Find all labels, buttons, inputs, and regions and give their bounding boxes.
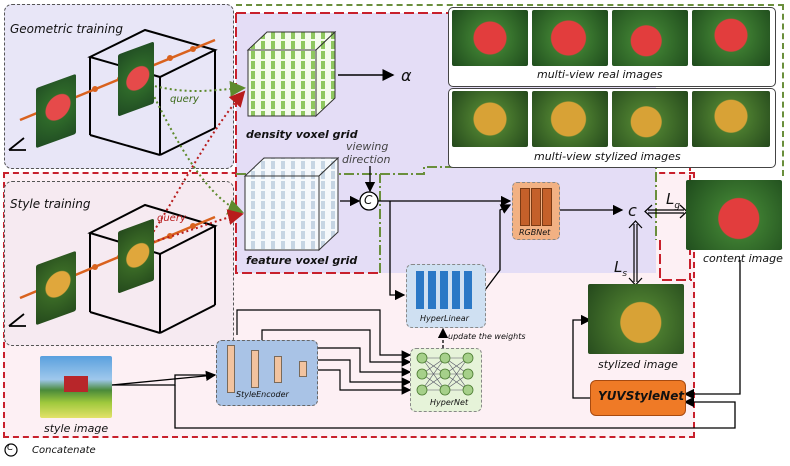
feature-grid-cube — [243, 156, 340, 252]
hypernet-label: HyperNet — [430, 398, 469, 407]
geo-eye-icon — [8, 137, 26, 151]
query-style-label: query — [157, 213, 186, 224]
stylized-image-label: stylized image — [598, 358, 678, 371]
legend-concat-icon — [4, 443, 18, 457]
real-view-3 — [612, 10, 688, 66]
geometric-training-label: Geometric training — [10, 22, 123, 36]
multiview-real-label: multi-view real images — [537, 68, 663, 81]
stylized-view-2 — [532, 91, 608, 147]
rgbnet-block — [512, 182, 560, 240]
stylized-view-1 — [452, 91, 528, 147]
ls-main: L — [614, 258, 623, 276]
viewing-direction-label-1: viewing — [346, 140, 389, 153]
viewing-direction-label-2: direction — [342, 153, 391, 166]
style-cube-slice-image — [118, 218, 154, 294]
style-training-label: Style training — [10, 197, 91, 211]
yuvstylenet-block — [590, 380, 686, 416]
yuvstylenet-label: YUVStyleNet — [598, 389, 685, 403]
real-view-2 — [532, 10, 608, 66]
geo-cube — [87, 28, 218, 156]
ls-label: Ls — [614, 258, 627, 279]
ls-sub: s — [622, 269, 628, 279]
style-query-red-arrow-2 — [147, 209, 244, 244]
lg-sub: g — [674, 201, 681, 211]
rgbnet-label: RGBNet — [519, 228, 551, 237]
density-grid-label: density voxel grid — [246, 128, 358, 141]
style-eye-icon — [8, 313, 26, 327]
hyperlinear-block — [406, 264, 486, 328]
style-encoder-block — [216, 340, 318, 406]
style-image-to-yuv-arrow — [174, 385, 736, 429]
hyperlinear-to-rgbnet-arrow — [484, 204, 512, 291]
lg-main: L — [666, 190, 675, 208]
update-weights-label: update the weights — [448, 332, 526, 341]
encoder-to-hypernet-arrows — [236, 309, 412, 395]
legend-concat-text: Concatenate — [32, 445, 96, 456]
concat-symbol-label: C — [364, 193, 373, 207]
stylized-view-4 — [692, 91, 770, 147]
query-geo-label: query — [170, 94, 199, 105]
stylized-image — [588, 284, 684, 354]
density-grid-cube — [246, 30, 337, 118]
style-image-label: style image — [44, 422, 109, 435]
concat-to-hyperlinear-arrow — [389, 201, 406, 301]
content-image-label: content image — [703, 252, 783, 265]
style-image — [40, 356, 112, 418]
real-view-1 — [452, 10, 528, 66]
multiview-stylized-label: multi-view stylized images — [534, 150, 681, 163]
content-image — [686, 180, 782, 250]
c-output-label: c — [628, 201, 637, 220]
content-to-yuv-arrow — [683, 260, 741, 400]
yuv-to-stylized-arrow — [572, 314, 592, 399]
alpha-label: α — [401, 66, 412, 85]
geometric-region-border — [236, 4, 784, 176]
geo-query-green-arrow-2 — [149, 87, 244, 215]
legend-concat-symbol: C — [7, 443, 14, 453]
style-encoder-label: StyleEncoder — [236, 390, 289, 399]
barn-shape — [64, 376, 88, 392]
stylized-view-3 — [612, 91, 688, 147]
geo-cube-slice-image — [118, 41, 154, 117]
geo-query-green-arrow — [149, 80, 246, 97]
green-border-lower — [236, 166, 657, 240]
style-region-right-border — [659, 240, 692, 281]
hyperlinear-label: HyperLinear — [420, 314, 469, 323]
real-view-4 — [692, 10, 770, 66]
feature-grid-label: feature voxel grid — [246, 254, 358, 267]
lg-label: Lg — [666, 190, 680, 211]
style-image-to-encoder-arrow — [111, 370, 217, 386]
hypernet-nodes — [416, 352, 474, 396]
